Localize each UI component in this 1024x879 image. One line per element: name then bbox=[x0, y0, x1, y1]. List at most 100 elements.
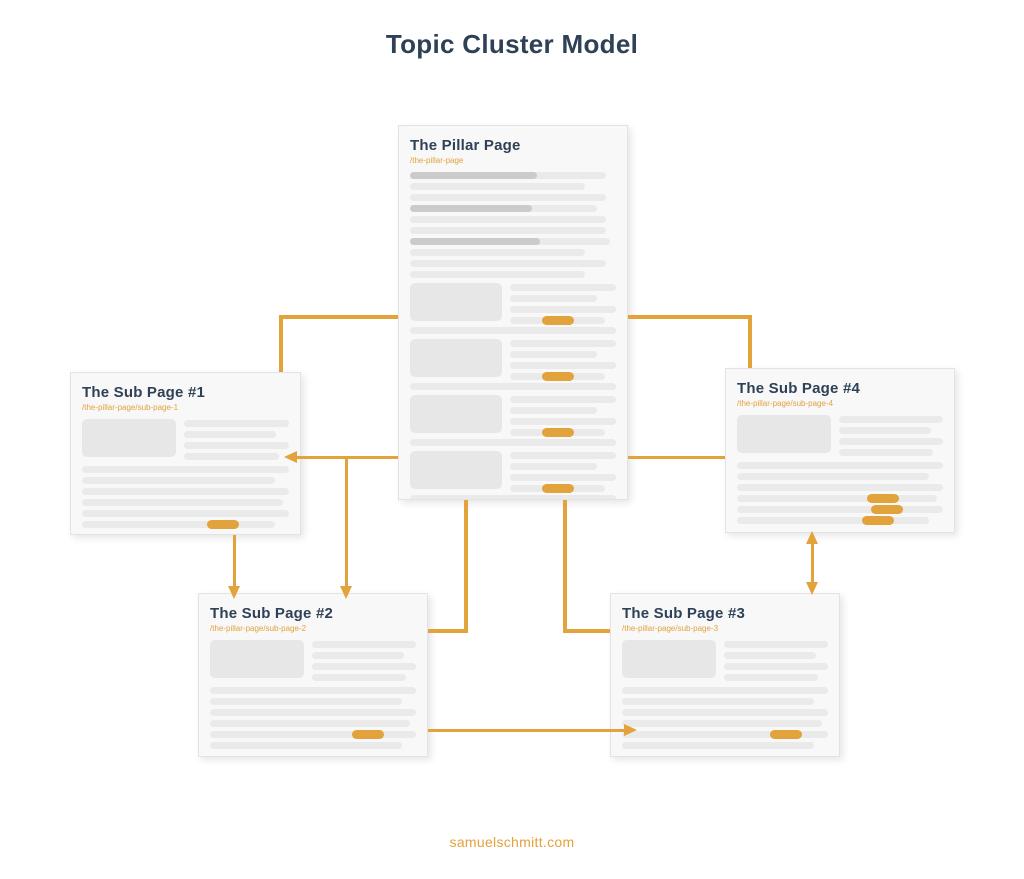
link-arrow-sub3-sub4 bbox=[811, 544, 814, 582]
text-line bbox=[210, 720, 410, 727]
arrowhead-into-sub4 bbox=[806, 531, 818, 544]
content-section-2 bbox=[410, 339, 616, 381]
link-arrow-branch-to-sub2 bbox=[345, 456, 348, 586]
text-line bbox=[737, 484, 943, 491]
link-arrow-sub1-to-sub2 bbox=[233, 535, 236, 586]
text-line bbox=[724, 641, 828, 648]
text-line bbox=[210, 742, 402, 749]
arrowhead-into-sub2 bbox=[340, 586, 352, 599]
connector-pillar-to-sub1 bbox=[279, 315, 398, 319]
text-line bbox=[622, 687, 828, 694]
footer-watermark: samuelschmitt.com bbox=[449, 834, 575, 850]
sub-page-4-card: The Sub Page #4 /the-pillar-page/sub-pag… bbox=[725, 368, 955, 533]
section-text bbox=[839, 415, 943, 456]
text-line bbox=[184, 453, 279, 460]
body-text-skeleton bbox=[737, 462, 943, 525]
text-line bbox=[410, 172, 606, 179]
text-line bbox=[622, 720, 822, 727]
intro-text-skeleton bbox=[410, 172, 616, 278]
text-line bbox=[312, 663, 416, 670]
text-line bbox=[737, 462, 943, 469]
image-placeholder bbox=[410, 283, 502, 321]
text-line bbox=[737, 505, 943, 514]
text-line bbox=[210, 687, 416, 694]
text-line bbox=[737, 494, 937, 503]
link-pill bbox=[542, 428, 575, 437]
text-line bbox=[510, 340, 616, 347]
sub-page-2-card: The Sub Page #2 /the-pillar-page/sub-pag… bbox=[198, 593, 428, 757]
diagram-title: Topic Cluster Model bbox=[385, 29, 639, 59]
text-line bbox=[82, 488, 289, 495]
text-line bbox=[622, 742, 814, 749]
text-line bbox=[184, 420, 289, 427]
text-line bbox=[510, 295, 597, 302]
link-pill bbox=[770, 730, 803, 739]
content-section-4 bbox=[410, 451, 616, 493]
text-line bbox=[410, 238, 610, 245]
link-pill bbox=[861, 516, 894, 525]
text-line bbox=[510, 284, 616, 291]
text-line bbox=[737, 516, 929, 525]
section-text bbox=[510, 339, 616, 381]
content-section-3 bbox=[410, 395, 616, 437]
text-line bbox=[410, 260, 606, 267]
link-pill bbox=[542, 316, 575, 325]
page-title: The Sub Page #2 bbox=[210, 605, 334, 622]
text-line bbox=[410, 194, 606, 201]
link-arrow-sub2-to-sub3 bbox=[428, 729, 624, 732]
text-line bbox=[510, 351, 597, 358]
image-placeholder bbox=[410, 339, 502, 377]
page-url: /the-pillar-page bbox=[410, 156, 464, 165]
link-pill bbox=[207, 520, 240, 529]
connector-pillar-to-sub3 bbox=[563, 629, 610, 633]
section-text bbox=[510, 395, 616, 437]
text-line bbox=[82, 510, 289, 517]
connector-pillar-to-sub4 bbox=[748, 315, 752, 368]
content-section bbox=[737, 415, 943, 456]
arrowhead-into-sub3 bbox=[806, 582, 818, 595]
image-placeholder bbox=[410, 451, 502, 489]
content-section bbox=[622, 640, 828, 681]
content-section-1 bbox=[410, 283, 616, 325]
separator-line bbox=[410, 383, 616, 390]
text-line bbox=[839, 416, 943, 423]
text-line bbox=[410, 183, 586, 190]
sub-page-3-card: The Sub Page #3 /the-pillar-page/sub-pag… bbox=[610, 593, 840, 757]
page-url: /the-pillar-page/sub-page-1 bbox=[82, 403, 179, 412]
text-line bbox=[510, 407, 597, 414]
connector-pillar-to-sub2 bbox=[428, 629, 468, 633]
text-line bbox=[510, 484, 606, 493]
separator-line bbox=[410, 495, 616, 499]
pillar-page-card: The Pillar Page /the-pillar-page bbox=[398, 125, 628, 500]
section-text bbox=[724, 640, 828, 681]
page-title: The Pillar Page bbox=[410, 137, 521, 154]
connector-pillar-to-sub1 bbox=[279, 315, 283, 372]
text-line bbox=[724, 663, 828, 670]
section-text bbox=[184, 419, 289, 460]
image-placeholder bbox=[622, 640, 716, 678]
text-line bbox=[82, 499, 283, 506]
image-placeholder bbox=[410, 395, 502, 433]
text-line bbox=[510, 474, 616, 481]
link-pill bbox=[866, 494, 899, 503]
text-line bbox=[510, 316, 606, 325]
text-line bbox=[312, 652, 404, 659]
heading-line bbox=[410, 172, 538, 179]
text-line bbox=[622, 730, 828, 739]
body-text-skeleton bbox=[622, 687, 828, 749]
text-line bbox=[724, 674, 818, 681]
text-line bbox=[210, 709, 416, 716]
image-placeholder bbox=[737, 415, 831, 453]
text-line bbox=[510, 418, 616, 425]
text-line bbox=[510, 306, 616, 313]
heading-line bbox=[410, 238, 540, 245]
text-line bbox=[210, 698, 402, 705]
content-section bbox=[210, 640, 416, 681]
image-placeholder bbox=[82, 419, 176, 457]
text-line bbox=[312, 674, 406, 681]
separator-line bbox=[410, 327, 616, 334]
body-text-skeleton bbox=[82, 466, 289, 529]
text-line bbox=[737, 473, 929, 480]
arrowhead-into-sub2 bbox=[228, 586, 240, 599]
